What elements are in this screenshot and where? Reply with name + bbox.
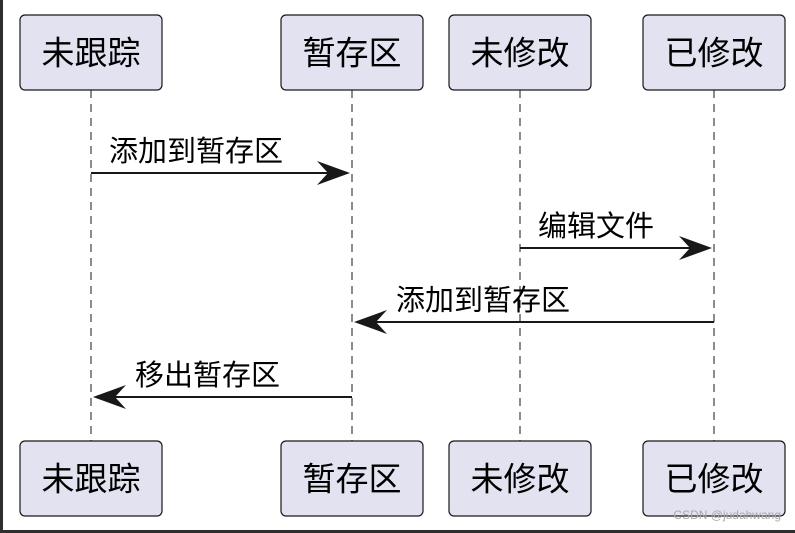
participant-box: [642, 14, 786, 91]
participant-box: [642, 440, 786, 517]
participant-box: [19, 14, 163, 91]
participant-label: 未修改: [471, 34, 570, 73]
message-label: 编辑文件: [538, 209, 654, 243]
participant-top-unmodified: 未修改: [448, 14, 592, 91]
participant-box: [448, 440, 592, 517]
participant-label: 已修改: [665, 34, 764, 73]
message-3: 移出暂存区: [93, 358, 352, 409]
message-label: 添加到暂存区: [109, 134, 283, 168]
participant-bottom-untracked: 未跟踪: [19, 440, 163, 517]
message-2: 添加到暂存区: [354, 283, 714, 334]
participant-label: 已修改: [665, 460, 764, 499]
arrowhead-icon: [354, 310, 387, 334]
participant-label: 未修改: [471, 460, 570, 499]
participant-bottom-modified: 已修改: [642, 440, 786, 517]
watermark: CSDN @judahwang: [673, 508, 781, 522]
participant-box: [19, 440, 163, 517]
participant-top-staged: 暂存区: [280, 14, 424, 91]
participant-bottom-staged: 暂存区: [280, 440, 424, 517]
participant-label: 暂存区: [303, 34, 402, 73]
arrowhead-icon: [93, 385, 126, 409]
participant-bottom-unmodified: 未修改: [448, 440, 592, 517]
message-label: 移出暂存区: [135, 358, 280, 392]
message-1: 编辑文件: [520, 209, 712, 260]
participant-top-modified: 已修改: [642, 14, 786, 91]
message-0: 添加到暂存区: [91, 134, 350, 185]
participant-top-untracked: 未跟踪: [19, 14, 163, 91]
participant-box: [280, 440, 424, 517]
diagram-canvas: 未跟踪未跟踪暂存区暂存区未修改未修改已修改已修改添加到暂存区编辑文件添加到暂存区…: [19, 14, 786, 517]
participant-box: [448, 14, 592, 91]
arrowhead-icon: [317, 161, 350, 185]
participant-label: 未跟踪: [42, 34, 141, 73]
participant-label: 暂存区: [303, 460, 402, 499]
participant-box: [280, 14, 424, 91]
participant-label: 未跟踪: [42, 460, 141, 499]
message-label: 添加到暂存区: [396, 283, 570, 317]
arrowhead-icon: [679, 236, 712, 260]
